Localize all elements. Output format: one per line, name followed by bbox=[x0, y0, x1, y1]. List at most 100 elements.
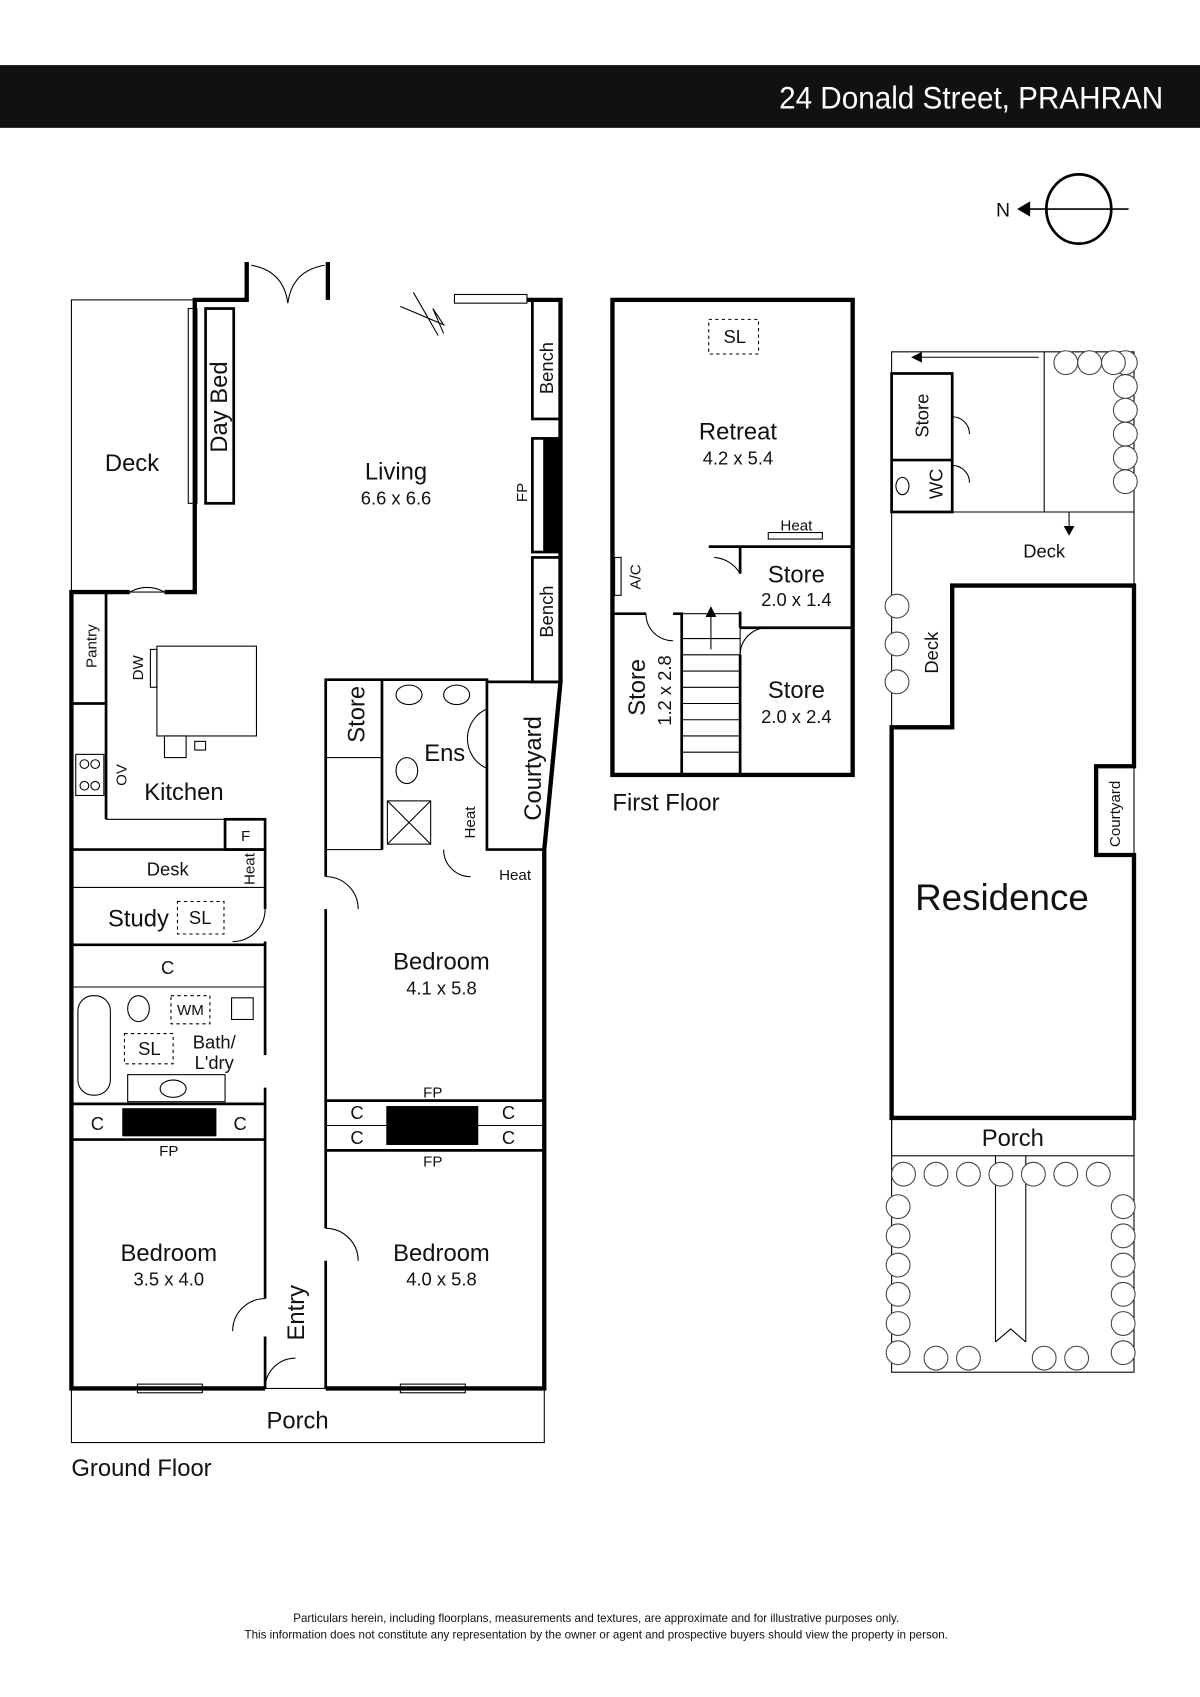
room-deck: Deck bbox=[105, 450, 159, 477]
tree-icon bbox=[885, 1252, 911, 1278]
tree-icon bbox=[1112, 397, 1138, 423]
room-laundry: L'dry bbox=[195, 1052, 235, 1073]
room-store-size: 1.2 x 2.8 bbox=[654, 655, 675, 726]
tree-icon bbox=[884, 631, 910, 657]
tree-icon bbox=[1053, 1161, 1079, 1187]
room-bedroom: Bedroom bbox=[121, 1240, 218, 1267]
tree-icon bbox=[1110, 1281, 1136, 1307]
room-store-size: 2.0 x 1.4 bbox=[761, 589, 832, 610]
room-porch: Porch bbox=[266, 1407, 328, 1434]
fireplace-label: FP bbox=[514, 483, 531, 502]
skylight-label: SL bbox=[723, 326, 745, 347]
cupboard-label: C bbox=[161, 957, 174, 978]
cupboard-label: C bbox=[502, 1127, 515, 1148]
first-floor-plan bbox=[610, 297, 855, 778]
tree-icon bbox=[955, 1345, 981, 1371]
room-courtyard: Courtyard bbox=[520, 716, 547, 820]
skylight-label: SL bbox=[138, 1038, 160, 1059]
cupboard-label: C bbox=[350, 1127, 363, 1148]
skylight-label: SL bbox=[189, 907, 211, 928]
site-deck: Deck bbox=[921, 631, 942, 674]
room-bedroom-size: 4.1 x 5.8 bbox=[406, 978, 477, 999]
fridge-label: F bbox=[241, 828, 250, 845]
room-ensuite: Ens bbox=[424, 740, 465, 767]
garden-trees bbox=[884, 350, 1138, 1371]
site-wc: WC bbox=[925, 469, 946, 500]
cupboard-label: C bbox=[502, 1102, 515, 1123]
fireplace-label: FP bbox=[159, 1143, 178, 1160]
room-living-size: 6.6 x 6.6 bbox=[361, 487, 432, 508]
cupboard-label: C bbox=[91, 1113, 104, 1134]
tree-icon bbox=[885, 1311, 911, 1336]
tree-icon bbox=[885, 1340, 911, 1366]
heater-label: Heat bbox=[780, 517, 813, 534]
room-store: Store bbox=[768, 677, 825, 704]
day-bed-label: Day Bed bbox=[206, 361, 233, 452]
site-porch: Porch bbox=[982, 1125, 1044, 1152]
tree-icon bbox=[1112, 469, 1138, 495]
site-store: Store bbox=[911, 394, 932, 438]
tree-icon bbox=[1077, 350, 1103, 376]
tree-icon bbox=[1110, 1194, 1136, 1220]
site-residence: Residence bbox=[915, 877, 1089, 918]
tree-icon bbox=[923, 1161, 949, 1187]
tree-icon bbox=[1085, 1161, 1111, 1187]
fireplace-label: FP bbox=[423, 1154, 442, 1171]
desk-label: Desk bbox=[147, 859, 190, 880]
room-retreat: Retreat bbox=[699, 418, 777, 445]
tree-icon bbox=[885, 1281, 911, 1307]
tree-icon bbox=[884, 593, 910, 619]
tree-icon bbox=[1064, 1345, 1090, 1371]
tree-icon bbox=[885, 1223, 911, 1249]
fireplace-label: FP bbox=[423, 1084, 442, 1101]
site-plan-labels: Store WC Deck Deck Courtyard Residence P… bbox=[911, 394, 1124, 1152]
first-floor-labels: SL Retreat 4.2 x 5.4 Heat A/C Store 2.0 … bbox=[612, 326, 831, 816]
tree-icon bbox=[1110, 1311, 1136, 1336]
tree-icon bbox=[1110, 1223, 1136, 1249]
room-bedroom-size: 4.0 x 5.8 bbox=[406, 1269, 477, 1290]
staircase-icon bbox=[681, 606, 741, 753]
heater-label: Heat bbox=[241, 852, 258, 885]
header-bar: 24 Donald Street, PRAHRAN bbox=[0, 65, 1200, 128]
tree-icon bbox=[1031, 1345, 1057, 1371]
site-plan bbox=[884, 350, 1138, 1373]
room-store: Store bbox=[344, 686, 371, 743]
site-courtyard: Courtyard bbox=[1107, 781, 1124, 847]
tree-icon bbox=[884, 669, 910, 695]
room-bedroom: Bedroom bbox=[393, 949, 490, 976]
room-store: Store bbox=[624, 659, 651, 716]
tree-icon bbox=[1110, 1252, 1136, 1278]
ground-floor-labels: Deck Day Bed Living 6.6 x 6.6 Bench FP B… bbox=[71, 342, 557, 1482]
cupboard-label: C bbox=[350, 1102, 363, 1123]
disclaimer-line-1: Particulars herein, including floorplans… bbox=[293, 1611, 899, 1625]
room-kitchen: Kitchen bbox=[144, 779, 223, 806]
room-entry: Entry bbox=[283, 1285, 310, 1341]
room-bedroom: Bedroom bbox=[393, 1240, 490, 1267]
tree-icon bbox=[988, 1161, 1014, 1187]
dishwasher-label: DW bbox=[130, 654, 147, 680]
ground-floor-title: Ground Floor bbox=[71, 1455, 211, 1482]
room-store: Store bbox=[768, 561, 825, 588]
room-study: Study bbox=[108, 905, 169, 932]
room-living: Living bbox=[365, 459, 427, 486]
tree-icon bbox=[1053, 350, 1079, 376]
room-bedroom-size: 3.5 x 4.0 bbox=[134, 1269, 205, 1290]
tree-icon bbox=[955, 1161, 981, 1187]
tree-icon bbox=[1112, 445, 1138, 471]
heater-label: Heat bbox=[499, 867, 532, 884]
room-retreat-size: 4.2 x 5.4 bbox=[703, 447, 774, 468]
oven-label: OV bbox=[114, 763, 131, 786]
disclaimer: Particulars herein, including floorplans… bbox=[245, 1611, 948, 1641]
property-title: 24 Donald Street, PRAHRAN bbox=[779, 80, 1163, 115]
north-compass-icon: N bbox=[996, 173, 1129, 245]
tree-icon bbox=[1020, 1161, 1046, 1187]
tree-icon bbox=[1110, 1340, 1136, 1366]
tree-icon bbox=[1112, 421, 1138, 447]
tree-icon bbox=[923, 1345, 949, 1371]
cupboard-label: C bbox=[234, 1113, 247, 1134]
first-floor-title: First Floor bbox=[612, 790, 719, 817]
pantry-label: Pantry bbox=[83, 624, 100, 668]
tree-icon bbox=[891, 1161, 916, 1187]
north-label: N bbox=[996, 200, 1010, 222]
